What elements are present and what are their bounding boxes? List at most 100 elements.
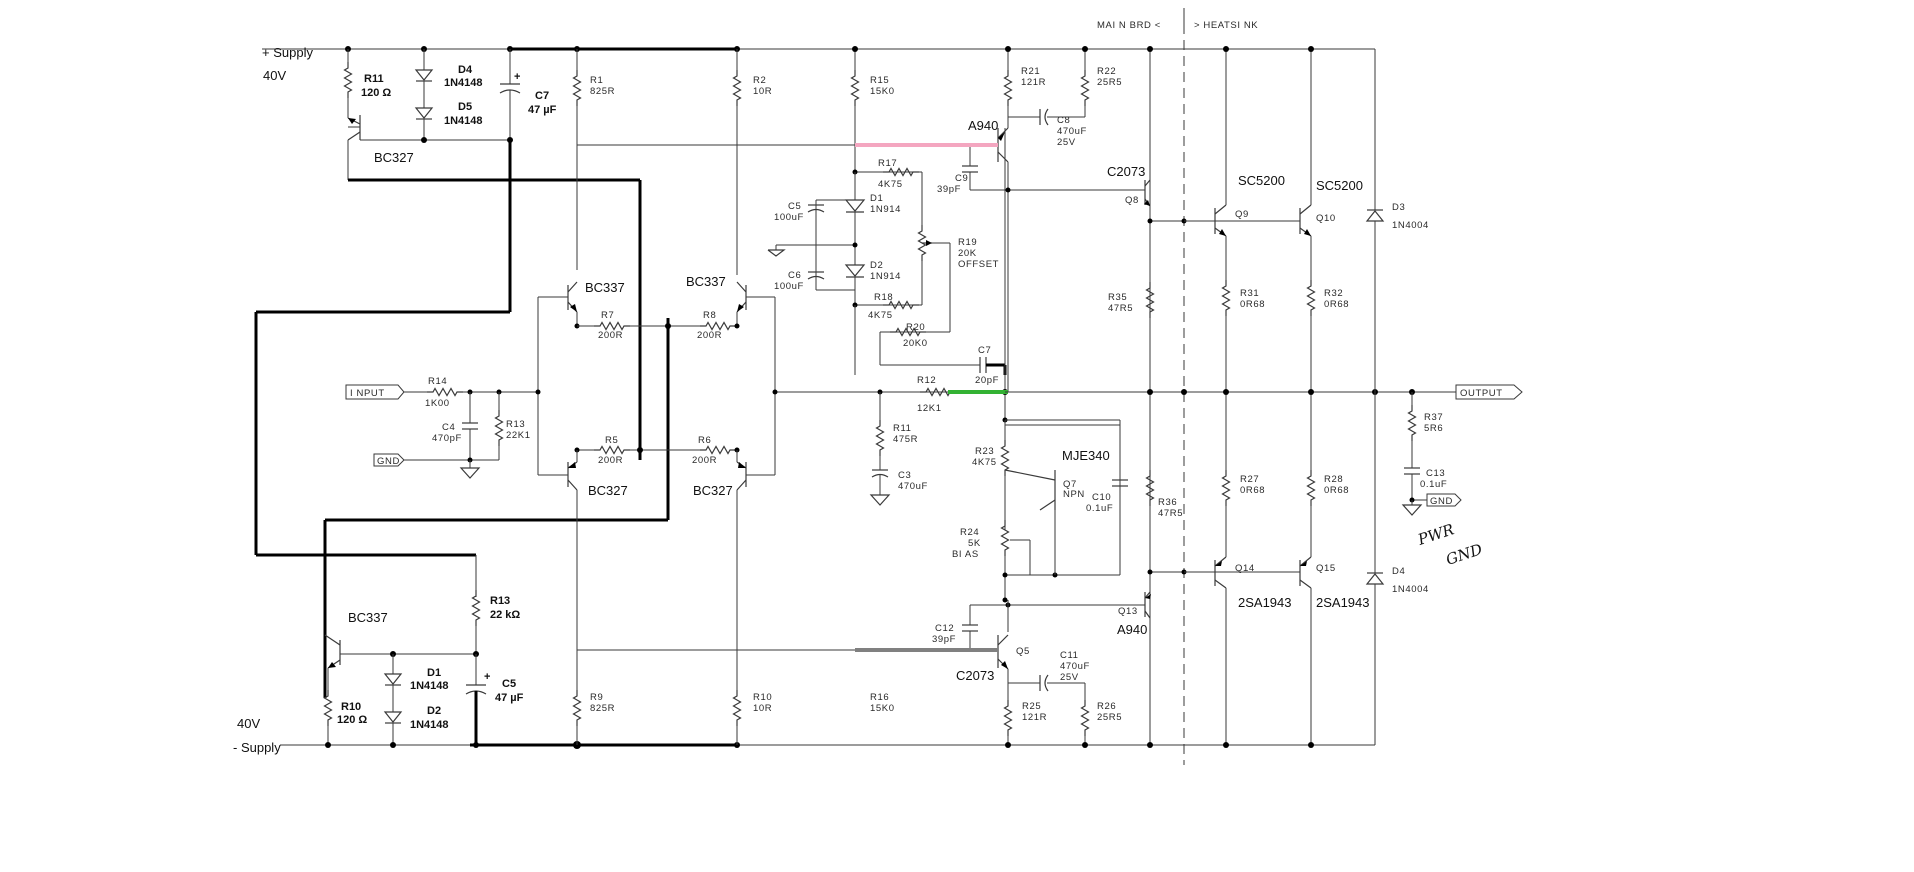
r1-name: R1 — [590, 75, 603, 86]
c12-name: C12 — [935, 623, 954, 634]
r27-val: 0R68 — [1240, 485, 1265, 496]
r5-val: 200R — [598, 455, 623, 466]
gnd-out-port[interactable]: GND — [1426, 493, 1462, 507]
neg-d1-val: 1N4148 — [410, 680, 449, 692]
r11v-name: R11 — [893, 423, 912, 434]
neg-supply-label: - Supply — [233, 740, 281, 755]
pos-regulator: + — [254, 46, 642, 590]
neg-r10-name: R10 — [341, 701, 361, 713]
r19-name: R19 — [958, 237, 977, 248]
ltp-bot-left: BC327 — [588, 483, 628, 498]
output-port-label: OUTPUT — [1460, 388, 1503, 399]
d1v-val: 1N914 — [870, 204, 901, 215]
out-bot-1: 2SA1943 — [1238, 595, 1292, 610]
r8-val: 200R — [697, 330, 722, 341]
r1-val: 825R — [590, 86, 615, 97]
c6-val: 100uF — [774, 281, 804, 292]
c7v-name: C7 — [978, 345, 991, 356]
r17-val: 4K75 — [878, 179, 903, 190]
c3-name: C3 — [898, 470, 911, 481]
svg-text:+: + — [514, 71, 520, 83]
r19-val: 20K — [958, 248, 977, 259]
ltp-bot-right: BC327 — [693, 483, 733, 498]
r12-name: R12 — [917, 375, 936, 386]
vas-bot-ref: Q5 — [1016, 646, 1030, 657]
r32-name: R32 — [1324, 288, 1343, 299]
input-port-label: I NPUT — [350, 388, 385, 399]
d3-val: 1N4004 — [1392, 220, 1429, 231]
pos-reg-transistor: BC327 — [374, 150, 414, 165]
r6-name: R6 — [698, 435, 711, 446]
r11v-val: 475R — [893, 434, 918, 445]
r24-name: R24 — [960, 527, 979, 538]
gnd-in-port[interactable]: GND — [373, 453, 405, 467]
out-top-1: SC5200 — [1238, 173, 1285, 188]
r18-name: R18 — [874, 292, 893, 303]
neg-c5-name: C5 — [502, 678, 516, 690]
r10-val: 10R — [753, 703, 772, 714]
neg-reg-transistor: BC337 — [348, 610, 388, 625]
r8-name: R8 — [703, 310, 716, 321]
neg-d2-name: D2 — [427, 705, 441, 717]
r22-name: R22 — [1097, 66, 1116, 77]
r20-name: R20 — [906, 322, 925, 333]
r19-val2: OFFSET — [958, 259, 999, 270]
r37-val: 5R6 — [1424, 423, 1443, 434]
r36-val: 47R5 — [1158, 508, 1183, 519]
d1v-name: D1 — [870, 193, 883, 204]
r2-val: 10R — [753, 86, 772, 97]
gnd-out-port-label: GND — [1430, 496, 1453, 507]
c13-val: 0.1uF — [1420, 479, 1447, 490]
r23-name: R23 — [975, 446, 994, 457]
neg-d1-name: D1 — [427, 667, 441, 679]
drv-bot-ref: Q13 — [1118, 606, 1138, 617]
r31-val: 0R68 — [1240, 299, 1265, 310]
pos-supply-label: + Supply — [262, 45, 313, 60]
neg-r10-val: 120 Ω — [337, 714, 367, 726]
d4-val: 1N4004 — [1392, 584, 1429, 595]
r22-val: 25R5 — [1097, 77, 1122, 88]
r24-val: 5K — [968, 538, 981, 549]
r15-name: R15 — [870, 75, 889, 86]
c10-name: C10 — [1092, 492, 1111, 503]
input-port[interactable]: I NPUT — [345, 384, 405, 400]
r9-name: R9 — [590, 692, 603, 703]
r16-name: R16 — [870, 692, 889, 703]
ltp-top-left: BC337 — [585, 280, 625, 295]
r36-name: R36 — [1158, 497, 1177, 508]
handwritten-gnd: GND — [1444, 540, 1485, 569]
r15-val: 15K0 — [870, 86, 895, 97]
r26-val: 25R5 — [1097, 712, 1122, 723]
r7-name: R7 — [601, 310, 614, 321]
r25-name: R25 — [1022, 701, 1041, 712]
neg-supply-voltage: 40V — [237, 716, 260, 731]
q7-val: NPN — [1063, 489, 1085, 500]
c5v-name: C5 — [788, 201, 801, 212]
r25-val: 121R — [1022, 712, 1047, 723]
c3-val: 470uF — [898, 481, 928, 492]
vas-bot: C2073 — [956, 668, 994, 683]
pos-d4-name: D4 — [458, 64, 473, 76]
pos-r11-val: 120 Ω — [361, 87, 391, 99]
r12-val: 12K1 — [917, 403, 942, 414]
neg-r13-val: 22 kΩ — [490, 609, 520, 621]
drv-bot: A940 — [1117, 622, 1147, 637]
r20-val: 20K0 — [903, 338, 928, 349]
c10-val: 0.1uF — [1086, 503, 1113, 514]
q7-name: Q7 — [1063, 479, 1077, 490]
r16-val: 15K0 — [870, 703, 895, 714]
out-top-1-ref: Q9 — [1235, 209, 1249, 220]
output-port[interactable]: OUTPUT — [1455, 384, 1523, 400]
r37-name: R37 — [1424, 412, 1443, 423]
pos-supply-voltage: 40V — [263, 68, 286, 83]
r21-name: R21 — [1021, 66, 1040, 77]
pos-c7-val: 47 µF — [528, 104, 557, 116]
c11-val: 470uF — [1060, 661, 1090, 672]
r10-name: R10 — [753, 692, 772, 703]
handwritten-pwr: PWR — [1415, 520, 1457, 549]
r21-val: 121R — [1021, 77, 1046, 88]
main-board-label: MAI N BRD < — [1097, 20, 1161, 31]
c9-name: C9 — [955, 173, 968, 184]
r18-val: 4K75 — [868, 310, 893, 321]
c8-name: C8 — [1057, 115, 1070, 126]
